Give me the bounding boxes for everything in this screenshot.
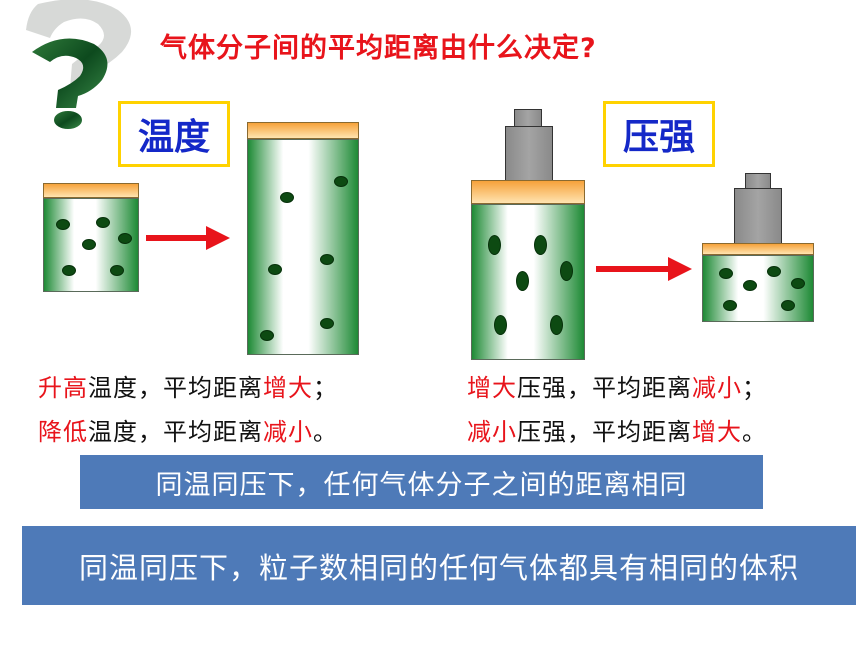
gas-molecule	[781, 300, 795, 311]
piston-knob	[514, 109, 542, 127]
keyword: 增大	[263, 374, 313, 402]
gas-molecule	[767, 266, 781, 277]
gas-molecule	[280, 192, 294, 203]
text: 。	[742, 418, 767, 446]
gas-molecule	[320, 254, 334, 265]
pressure-label: 压强	[603, 101, 715, 167]
right-arrow-icon	[146, 225, 230, 255]
gas-molecule	[719, 268, 733, 279]
gas-molecule	[534, 235, 547, 255]
text: ；	[313, 374, 338, 402]
keyword: 升高	[38, 374, 88, 402]
gas-molecule	[516, 271, 529, 291]
tall-gas-container	[247, 139, 359, 355]
temperature-line-1: 升高温度，平均距离增大；	[38, 368, 338, 403]
compressed-gas-container	[702, 255, 814, 322]
keyword: 减小	[467, 418, 517, 446]
text: ；	[742, 374, 767, 402]
pressure-line-1: 增大压强，平均距离减小；	[467, 368, 767, 403]
text: 。	[313, 418, 338, 446]
compressed-container-piston-plate	[702, 243, 814, 255]
text: 温度，平均距离	[88, 418, 263, 446]
gas-molecule	[550, 315, 563, 335]
gas-molecule	[560, 261, 573, 281]
keyword: 增大	[692, 418, 742, 446]
small-gas-container	[43, 198, 139, 292]
temperature-line-2: 降低温度，平均距离减小。	[38, 412, 338, 447]
gas-molecule	[56, 219, 70, 230]
gas-molecule	[743, 280, 757, 291]
keyword: 减小	[263, 418, 313, 446]
gas-molecule	[791, 278, 805, 289]
small-container-cap	[43, 183, 139, 198]
question-mark-icon	[18, 0, 158, 130]
conclusion-banner-1: 同温同压下，任何气体分子之间的距离相同	[80, 455, 763, 509]
page-title: 气体分子间的平均距离由什么决定?	[160, 33, 597, 64]
keyword: 降低	[38, 418, 88, 446]
text: 压强，平均距离	[517, 418, 692, 446]
keyword: 减小	[692, 374, 742, 402]
piston-knob	[745, 173, 771, 189]
right-arrow-icon	[596, 256, 692, 286]
text: 温度，平均距离	[88, 374, 263, 402]
big-gas-container	[471, 204, 585, 360]
gas-molecule	[82, 239, 96, 250]
conclusion-banner-2: 同温同压下，粒子数相同的任何气体都具有相同的体积	[22, 526, 856, 605]
gas-molecule	[494, 315, 507, 335]
gas-molecule	[96, 217, 110, 228]
piston-weight	[505, 126, 553, 181]
gas-molecule	[110, 265, 124, 276]
gas-molecule	[320, 318, 334, 329]
gas-molecule	[118, 233, 132, 244]
gas-molecule	[268, 264, 282, 275]
gas-molecule	[488, 235, 501, 255]
gas-molecule	[334, 176, 348, 187]
temperature-label: 温度	[118, 101, 230, 167]
piston-weight	[734, 188, 782, 244]
gas-molecule	[62, 265, 76, 276]
keyword: 增大	[467, 374, 517, 402]
text: 压强，平均距离	[517, 374, 692, 402]
gas-molecule	[260, 330, 274, 341]
tall-container-cap	[247, 122, 359, 139]
pressure-line-2: 减小压强，平均距离增大。	[467, 412, 767, 447]
big-container-piston-plate	[471, 180, 585, 204]
gas-molecule	[723, 300, 737, 311]
